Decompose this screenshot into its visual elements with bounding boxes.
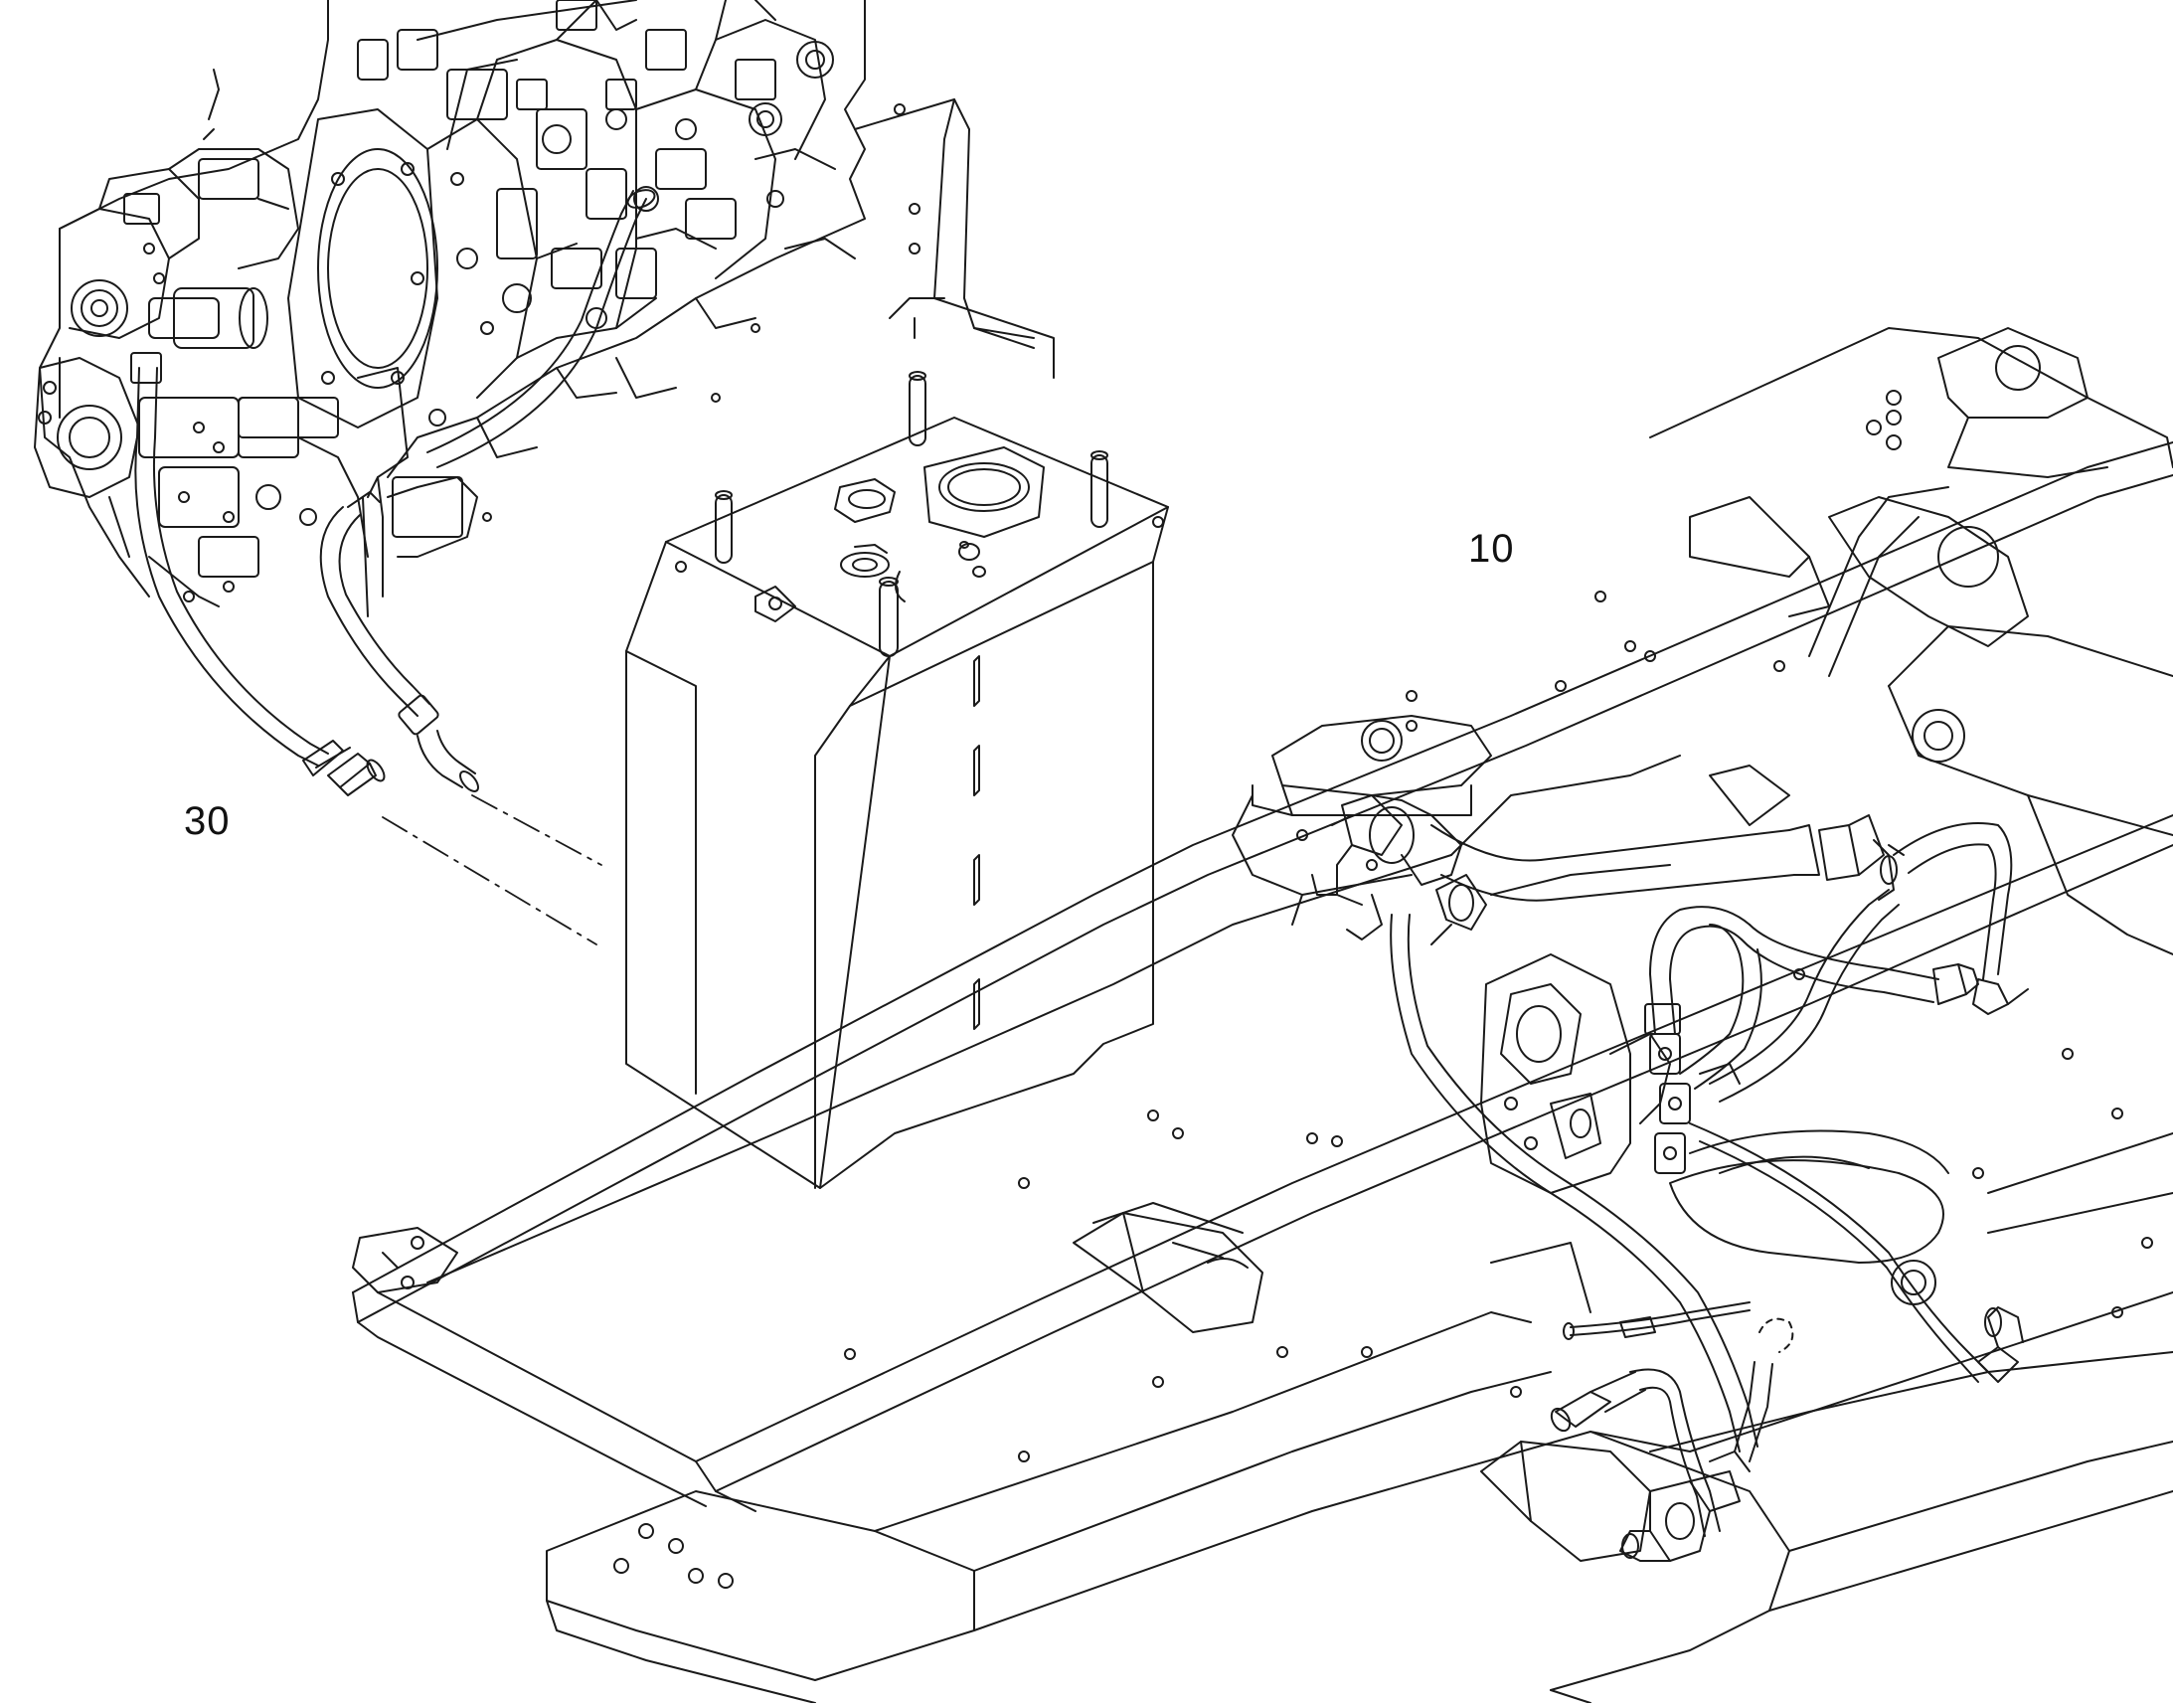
- callout-label-30: 30: [184, 799, 231, 843]
- suction-hose-assembly: [131, 187, 657, 795]
- engine-assembly: [35, 0, 1054, 616]
- machine-frame: [353, 328, 2173, 1703]
- assembly-centerlines: [383, 795, 601, 944]
- callout-label-10: 10: [1468, 527, 1515, 571]
- hydraulic-hose-assembly: [1312, 795, 2028, 1561]
- hydraulic-tank: [626, 372, 1168, 1188]
